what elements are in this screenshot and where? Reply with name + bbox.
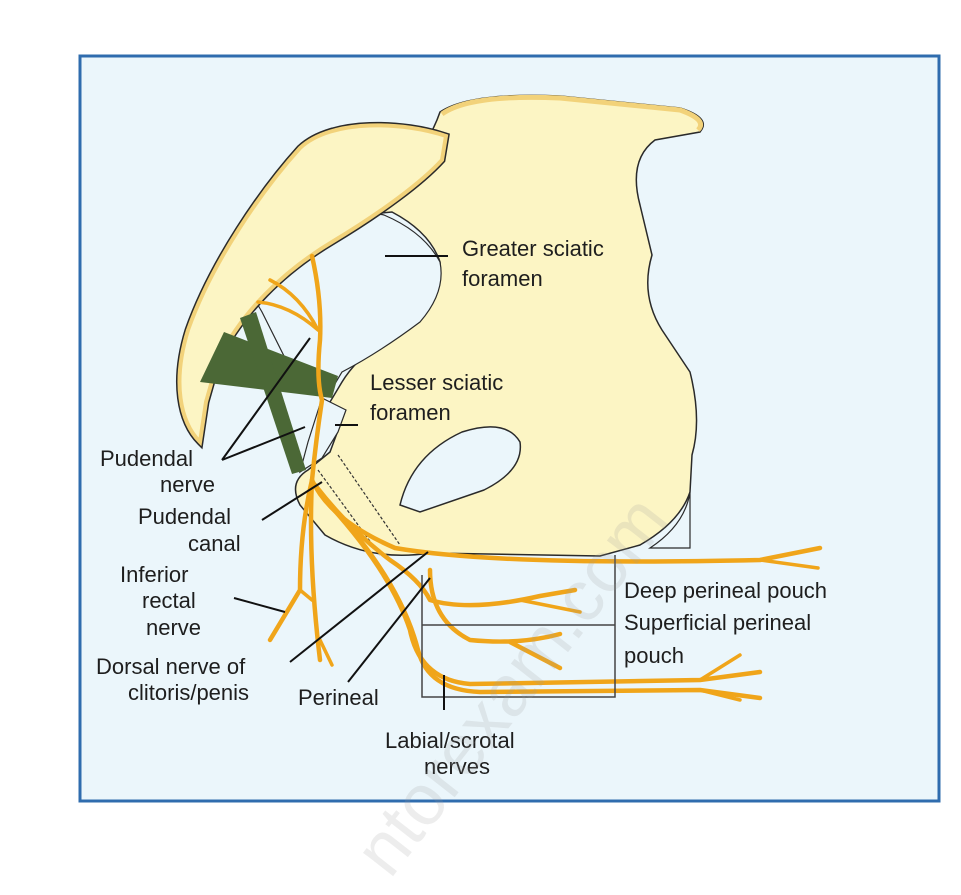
bone-notch	[647, 491, 691, 549]
label-pudendal-nerve-2: nerve	[160, 472, 215, 497]
leader-lines	[221, 255, 448, 710]
obturator-foramen	[399, 426, 522, 513]
label-lesser-sciatic-2: foramen	[370, 400, 451, 425]
label-greater-sciatic-1: Greater sciatic	[462, 236, 604, 261]
label-lesser-sciatic-1: Lesser sciatic	[370, 370, 503, 395]
lesser-sciatic-foramen	[299, 397, 347, 474]
label-dorsal-nerve-2: clitoris/penis	[128, 680, 249, 705]
deep-pouch-box	[421, 555, 616, 698]
label-pudendal-nerve-1: Pudendal	[100, 446, 193, 471]
label-labial-scrotal-2: nerves	[424, 754, 490, 779]
label-greater-sciatic-2: foramen	[462, 266, 543, 291]
label-inferior-rectal-2: rectal	[142, 588, 196, 613]
ilium-rim	[177, 123, 449, 447]
nerves	[256, 253, 823, 702]
label-superficial-pouch-1: Superficial perineal	[624, 610, 811, 635]
label-deep-pouch: Deep perineal pouch	[624, 578, 827, 603]
label-superficial-pouch-2: pouch	[624, 643, 684, 668]
label-dorsal-nerve-1: Dorsal nerve of	[96, 654, 246, 679]
label-labial-scrotal-1: Labial/scrotal	[385, 728, 515, 753]
label-pudendal-canal-2: canal	[188, 531, 241, 556]
sacrum-rim	[440, 94, 704, 132]
label-pudendal-canal-1: Pudendal	[138, 504, 231, 529]
label-inferior-rectal-3: nerve	[146, 615, 201, 640]
label-inferior-rectal-1: Inferior	[120, 562, 188, 587]
label-perineal: Perineal	[298, 685, 379, 710]
